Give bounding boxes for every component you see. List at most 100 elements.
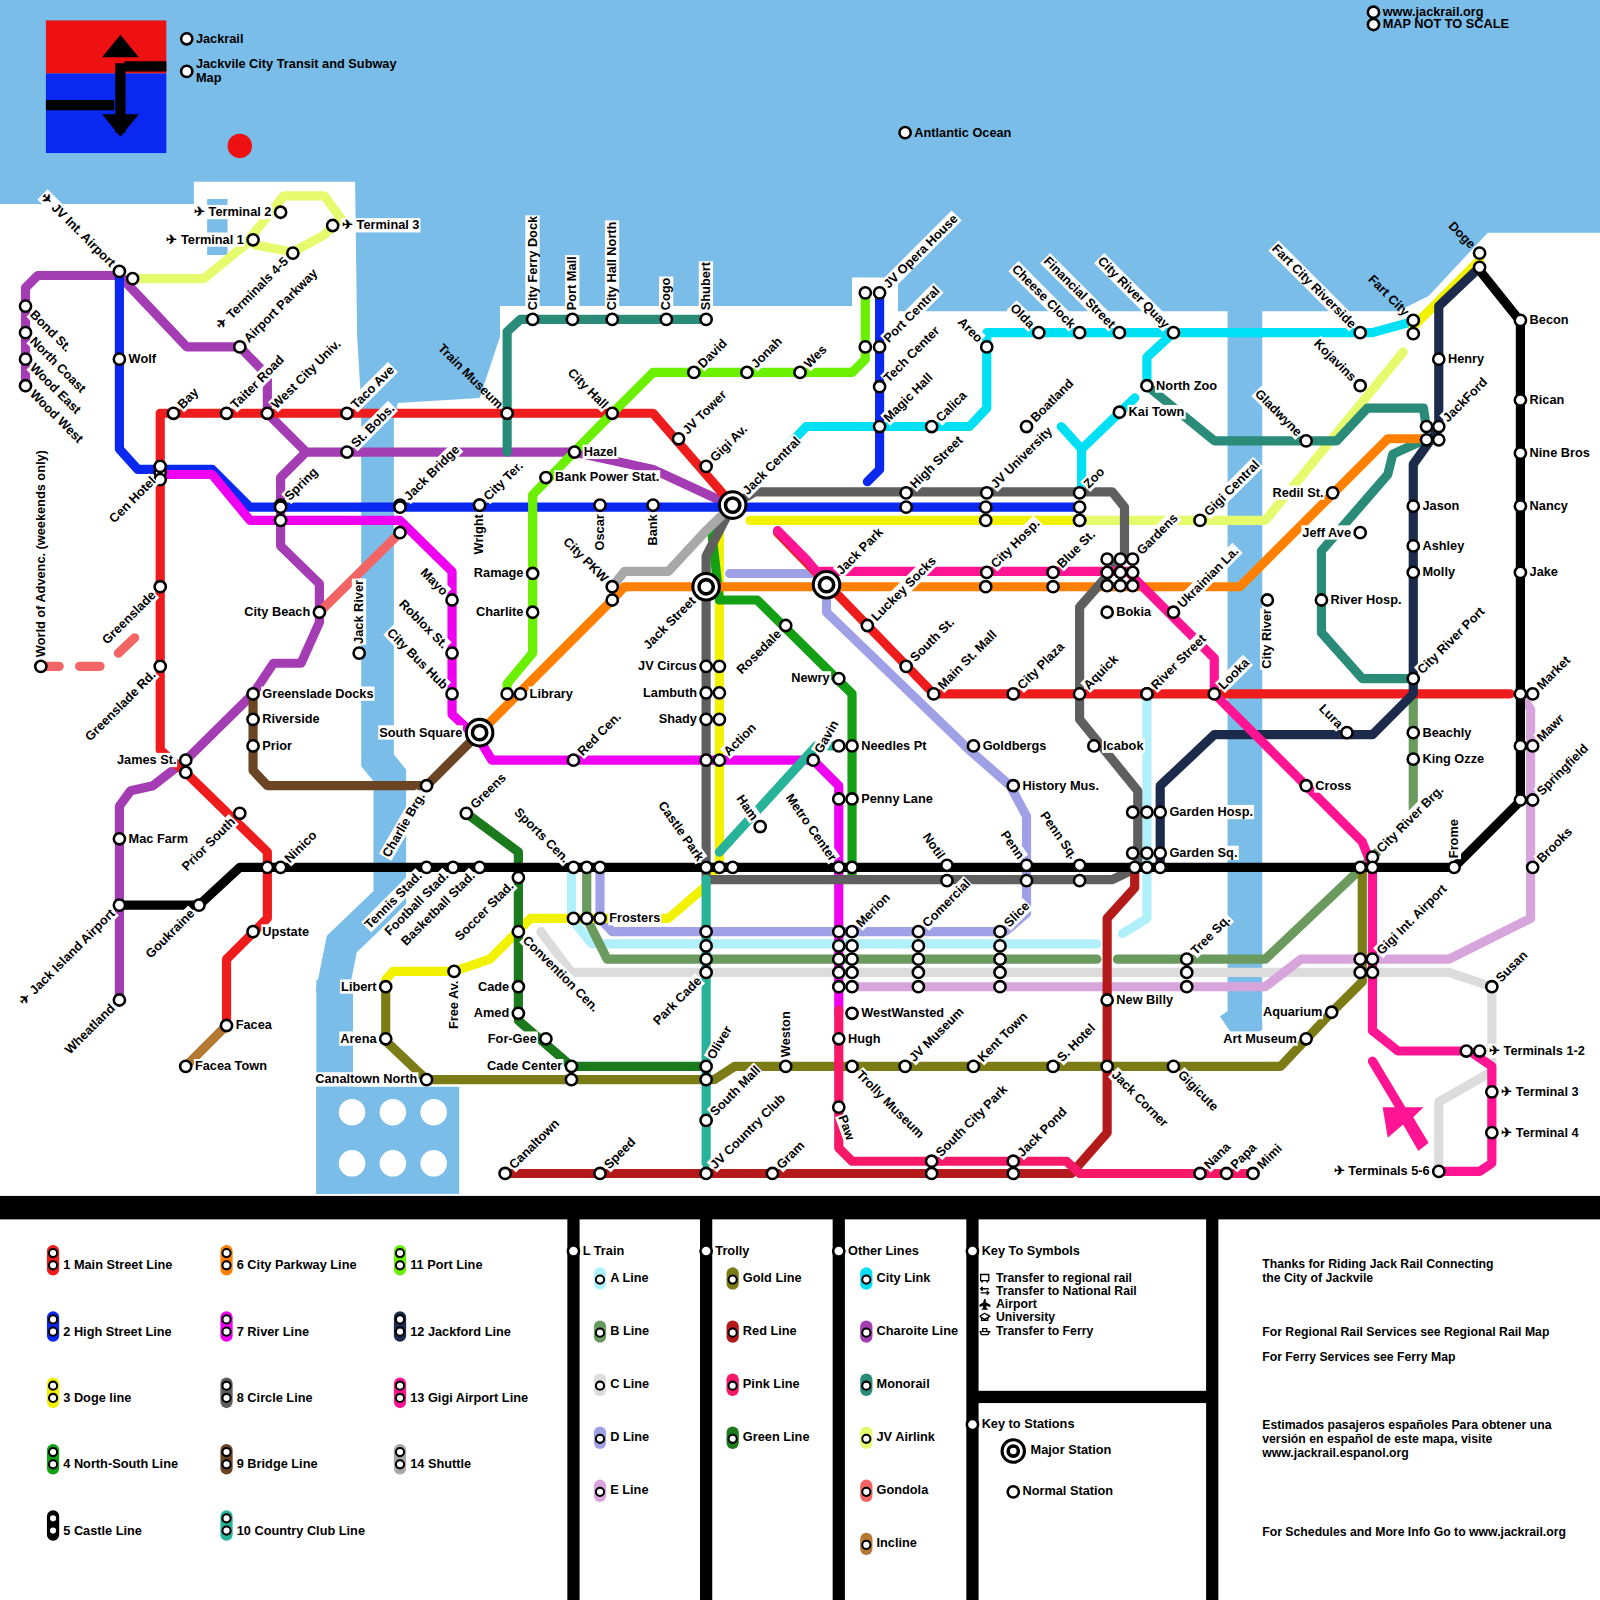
station-dot [701,954,712,965]
legend-bar [0,1196,1600,1219]
station-dot [1474,1045,1485,1056]
legend-swatch-dot [221,1248,231,1258]
station-dot [607,594,618,605]
station-label: Hazel [583,445,618,460]
station-dot [1486,1086,1497,1097]
legend-swatch-dot [395,1459,405,1469]
legend-text: University [996,1311,1055,1323]
station-dot [1355,954,1366,965]
legend-swatch [394,1245,406,1276]
station-dot [1181,967,1192,978]
station-dot [980,502,991,513]
legend-swatch-dot [861,1487,871,1497]
station-label: Canaltown North [314,1072,418,1087]
legend-swatch-dot [728,1434,738,1444]
legend-text: Charoite Line [877,1324,959,1338]
station-label: JV University [987,423,1056,492]
legend-text: 2 High Street Line [63,1326,171,1340]
station-dot [701,926,712,937]
station-dot [833,967,844,978]
station-dot [1515,447,1526,458]
station-dot [569,446,580,457]
route-line [507,319,706,452]
station-dot [1021,875,1032,886]
station-label: Icabok [1102,739,1144,754]
legend-swatch-dot [395,1393,405,1403]
station-label: ✈ Terminal 3 [341,218,421,233]
station-label: Jason [1421,499,1460,514]
legend-swatch-dot [48,1260,58,1270]
legend-heading: Key to Stations [981,1417,1076,1432]
station-dot [1168,1061,1179,1072]
station-dot [354,647,365,658]
station-dot [1408,501,1419,512]
station-dot [1326,1007,1337,1018]
station-dot [1408,567,1419,578]
station-dot [1408,754,1419,765]
legend-text: 11 Port Line [410,1259,482,1273]
station-dot [114,266,125,277]
station-dot [647,499,658,510]
station-dot [446,688,457,699]
station-label: Market [1533,652,1574,693]
station-dot [1141,862,1152,873]
station-dot [114,994,125,1005]
station-dot [899,127,910,138]
legend-text: Transfer to regional rail [996,1271,1132,1283]
station-dot [994,967,1005,978]
legend-text: B Line [610,1324,649,1338]
route-line [852,694,1531,987]
legend-heading: Key To Symbols [981,1244,1081,1259]
station-label: Castle Park [654,798,707,865]
legend-swatch-dot [728,1381,738,1391]
legend-symbol [980,1299,992,1311]
station-dot [1033,327,1044,338]
legend-text: JV Airlink [877,1431,935,1445]
legend-swatch [594,1480,606,1502]
legend-swatch [860,1320,872,1342]
station-dot [234,341,245,352]
station-dot [846,1061,857,1072]
station-dot [701,1245,712,1256]
station-label: JV Tower [679,387,730,438]
station-dot [421,862,432,873]
station-dot [1115,567,1126,578]
station-dot [1474,247,1485,258]
legend-swatch-dot [728,1328,738,1338]
logo-blue [46,73,166,153]
station-label: Calica [932,388,970,426]
station-label: ✈ Terminal 2 [193,205,273,220]
station-dot [994,940,1005,951]
station-dot [447,862,458,873]
route-line [466,813,706,1066]
station-dot [1421,421,1432,432]
station-dot [474,499,485,510]
station-label: Bank Power Stat. [554,470,660,485]
station-dot [1367,862,1378,873]
route-group [26,196,1531,1174]
station-dot [1515,740,1526,751]
station-dot [1515,688,1526,699]
logo-arrow [46,63,166,132]
station-label: Riverside [261,712,320,727]
station-dot [1355,527,1366,538]
station-dot [275,862,286,873]
legend-text: D Line [610,1431,649,1445]
station-dot [968,1061,979,1072]
station-label: Kojavins [1310,336,1359,385]
station-dot [193,899,204,910]
station-dot [846,1008,857,1019]
legend-swatch-dot [395,1447,405,1457]
station-dot [913,967,924,978]
info-note: For Schedules and More Info Go to www.ja… [1261,1526,1567,1540]
station-dot [1515,501,1526,512]
station-label: Jack Corner [1108,1067,1172,1131]
legend-swatch [727,1373,739,1395]
legend-text: 12 Jackford Line [410,1326,511,1340]
station-dot [701,755,712,766]
station-dot [1433,1166,1444,1177]
station-dot [513,1008,524,1019]
station-dot [114,833,125,844]
station-dot [874,287,885,298]
station-dot [594,499,605,510]
